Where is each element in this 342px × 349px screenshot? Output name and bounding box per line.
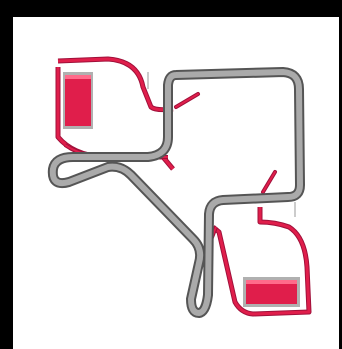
- right-pit-box-icon: [243, 277, 300, 307]
- track-playfield[interactable]: [13, 17, 339, 349]
- left-edge-bar: [0, 0, 13, 349]
- left-pit-box-icon: [63, 72, 93, 129]
- track-map: [13, 17, 339, 349]
